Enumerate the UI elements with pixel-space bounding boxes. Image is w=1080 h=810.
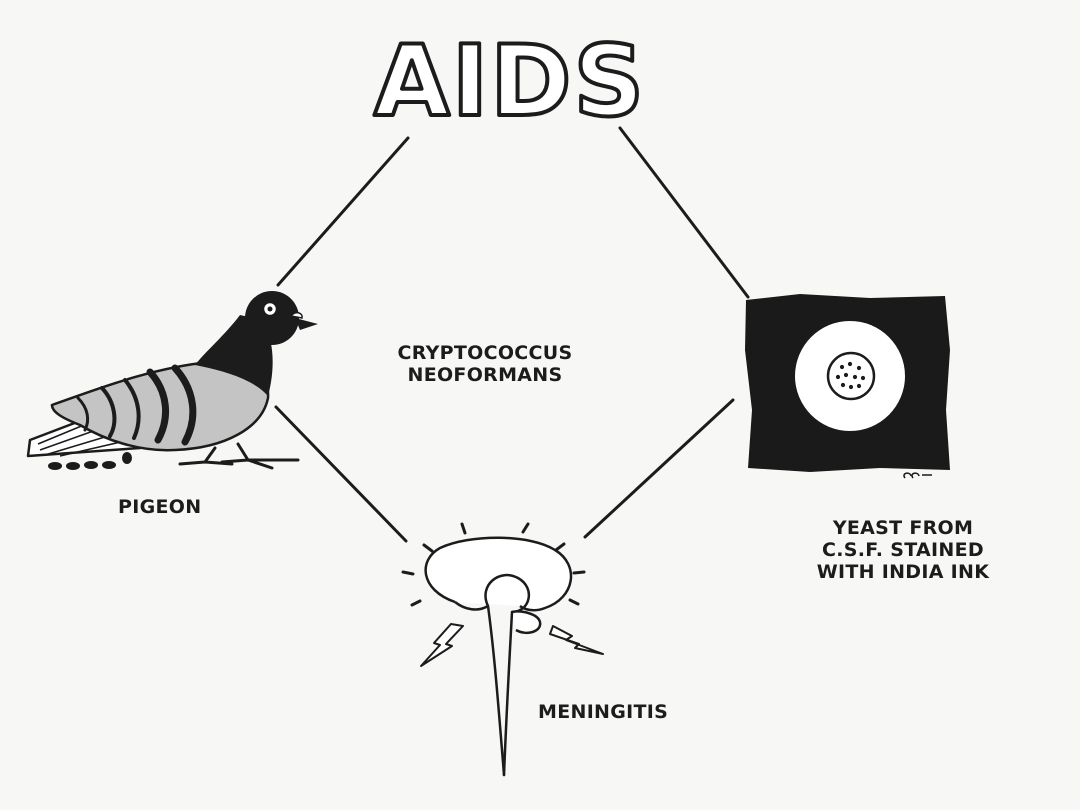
- center-label-line-2: NEOFORMANS: [407, 364, 563, 386]
- yeast-illustration: [745, 294, 950, 479]
- connector-yeast-brain: [583, 398, 735, 539]
- yeast-label-line-3: WITH INDIA INK: [816, 561, 990, 583]
- brain-illustration: [401, 522, 604, 777]
- title-aids: AIDS: [374, 25, 646, 139]
- center-label: CRYPTOCOCCUS NEOFORMANS: [380, 342, 590, 386]
- center-label-line-1: CRYPTOCOCCUS: [397, 342, 573, 364]
- pigeon-illustration: [26, 291, 318, 470]
- yeast-label: YEAST FROM C.S.F. STAINED WITH INDIA INK: [798, 517, 1008, 583]
- meningitis-label: MENINGITIS: [538, 701, 669, 723]
- yeast-label-line-2: C.S.F. STAINED: [822, 539, 984, 561]
- pigeon-label: PIGEON: [118, 496, 202, 518]
- yeast-label-line-1: YEAST FROM: [832, 517, 974, 539]
- connector-pigeon-brain: [274, 405, 408, 543]
- connector-aids-pigeon: [276, 136, 410, 287]
- connector-aids-yeast: [618, 126, 750, 299]
